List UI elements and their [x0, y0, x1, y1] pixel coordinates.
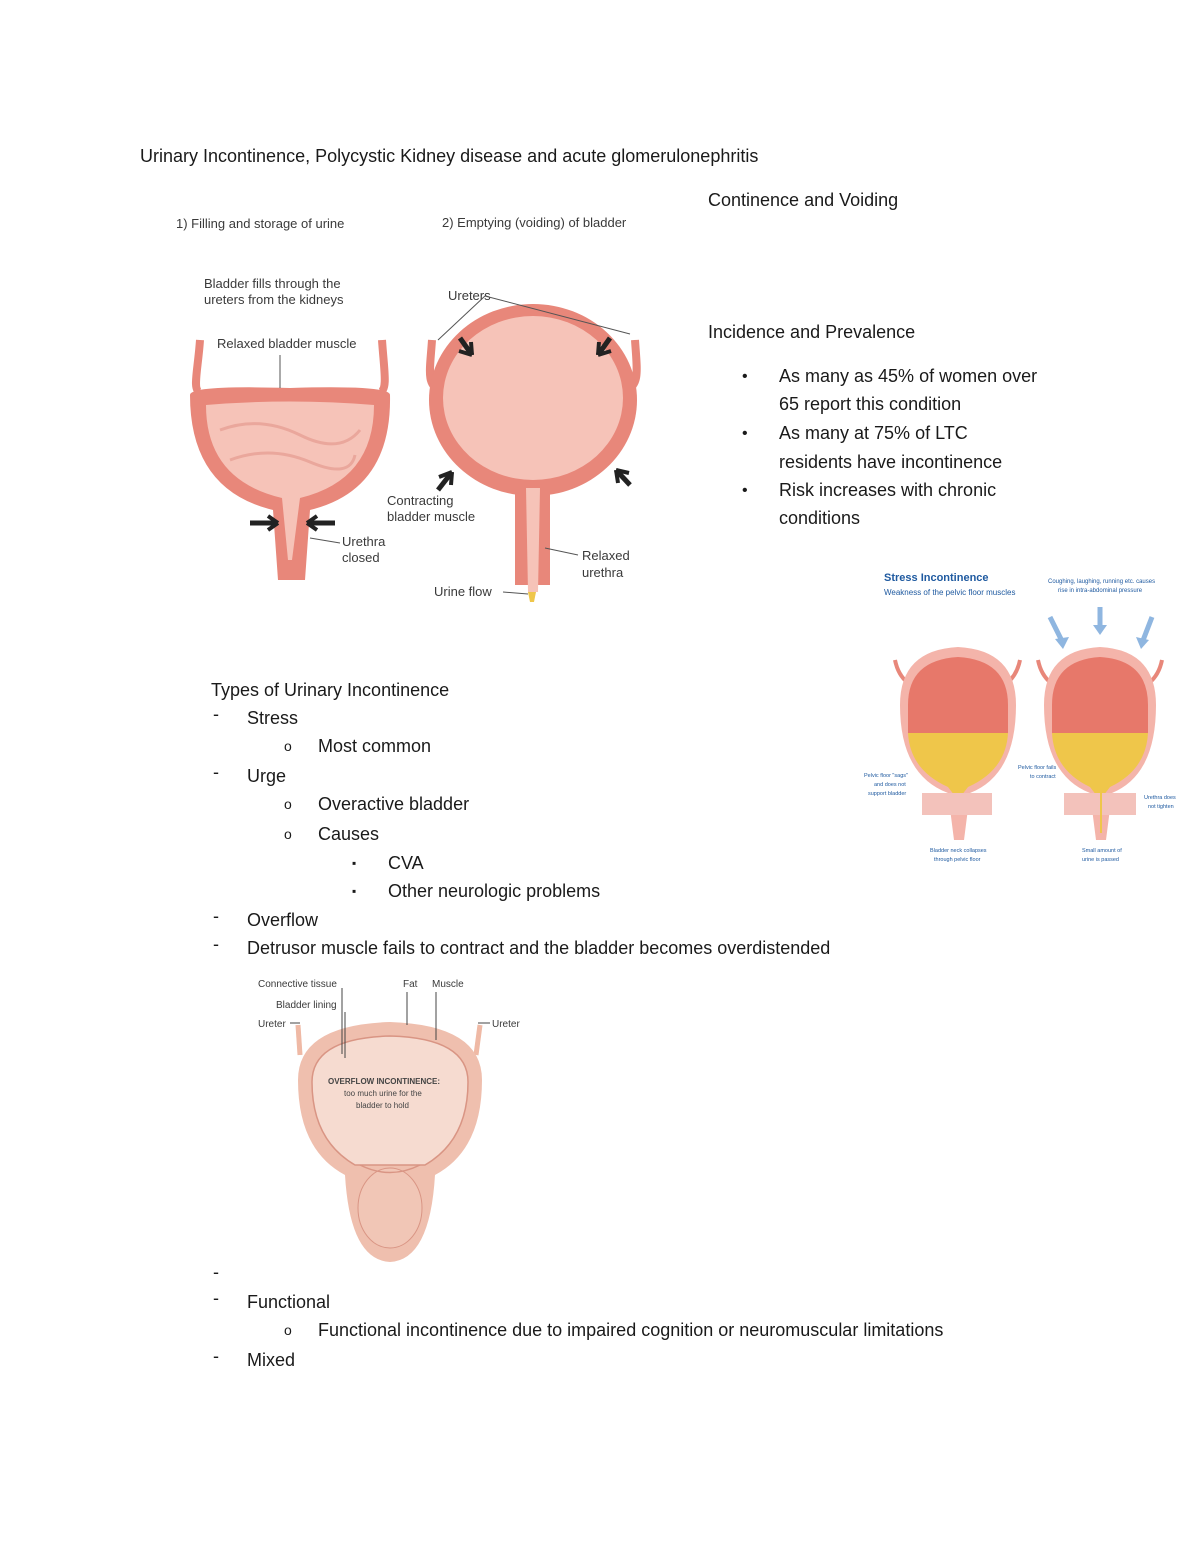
stress-figure-title: Stress Incontinence	[884, 572, 989, 584]
stress-figure-subtitle: Weakness of the pelvic floor muscles	[884, 588, 1015, 597]
dash-marker: -	[213, 1346, 219, 1366]
label-pelvic-fails-2: to contract	[1030, 774, 1056, 780]
overflow-text-1: OVERFLOW INCONTINENCE:	[328, 1077, 440, 1086]
bladder-stress-pressure	[1036, 647, 1164, 840]
stress-most-common: Most common	[318, 736, 432, 756]
label-bladder-fills-2: ureters from the kidneys	[204, 292, 344, 307]
overflow-incontinence-figure: Connective tissue Fat Muscle Bladder lin…	[258, 979, 520, 1262]
cause-other-neurologic: Other neurologic problems	[388, 881, 601, 901]
label-bladder-lining: Bladder lining	[276, 1000, 337, 1011]
dash-marker: -	[213, 1262, 219, 1282]
label-urethra-tighten-1: Urethra does	[1144, 795, 1176, 801]
dash-marker: -	[213, 762, 219, 782]
overflow-text-2: too much urine for the	[344, 1089, 422, 1098]
dash-marker: -	[213, 906, 219, 926]
dash-marker: -	[213, 934, 219, 954]
label-small-amount-2: urine is passed	[1082, 857, 1119, 863]
label-coughing-2: rise in intra-abdominal pressure	[1058, 588, 1143, 594]
label-ureter-right: Ureter	[492, 1019, 520, 1030]
label-relaxed-urethra-2: urethra	[582, 565, 624, 580]
bullet-marker: •	[742, 368, 748, 385]
dash-marker: -	[213, 704, 219, 724]
label-relaxed-urethra-1: Relaxed	[582, 548, 630, 563]
type-stress: Stress	[247, 708, 299, 728]
bullet-marker: •	[742, 482, 748, 499]
label-ureter-left: Ureter	[258, 1019, 286, 1030]
bullet-2-line-2: residents have incontinence	[779, 452, 1003, 472]
label-bladder-fills-1: Bladder fills through the	[204, 276, 341, 291]
label-pelvic-sags-3: support bladder	[868, 791, 906, 797]
circle-marker: o	[284, 738, 292, 754]
bladder-filling-illustration	[190, 339, 391, 580]
circle-marker: o	[284, 826, 292, 842]
label-pelvic-fails-1: Pelvic floor fails	[1018, 765, 1056, 771]
label-urethra-closed-2: closed	[342, 550, 380, 565]
label-small-amount-1: Small amount of	[1082, 848, 1122, 854]
types-heading: Types of Urinary Incontinence	[211, 680, 450, 700]
type-mixed: Mixed	[247, 1350, 296, 1370]
caption-filling: 1) Filling and storage of urine	[176, 216, 344, 231]
overflow-text-3: bladder to hold	[356, 1101, 409, 1110]
label-fat: Fat	[403, 979, 418, 990]
label-urethra-closed-1: Urethra	[342, 534, 386, 549]
heading-incidence-prevalence: Incidence and Prevalence	[708, 322, 916, 342]
overflow-bladder-illustration	[290, 988, 490, 1262]
type-overflow: Overflow	[247, 910, 319, 930]
pressure-arrows	[1047, 607, 1155, 649]
dash-marker: -	[213, 1288, 219, 1308]
functional-description: Functional incontinence due to impaired …	[318, 1320, 944, 1340]
label-pelvic-sags-1: Pelvic floor "sags"	[864, 773, 908, 779]
label-connective-tissue: Connective tissue	[258, 979, 337, 990]
label-coughing-1: Coughing, laughing, running etc. causes	[1048, 579, 1155, 585]
heading-continence-voiding: Continence and Voiding	[708, 190, 899, 210]
label-bladder-neck-1: Bladder neck collapses	[930, 848, 987, 854]
type-urge: Urge	[247, 766, 287, 786]
caption-emptying: 2) Emptying (voiding) of bladder	[442, 215, 627, 230]
bullet-1-line-1: As many as 45% of women over	[779, 366, 1038, 386]
bladder-emptying-illustration	[425, 295, 641, 602]
label-urethra-tighten-2: not tighten	[1148, 804, 1174, 810]
bladder-filling-emptying-figure: 1) Filling and storage of urine 2) Empty…	[176, 215, 641, 602]
bullet-3-line-1: Risk increases with chronic	[779, 480, 997, 500]
label-relaxed-muscle: Relaxed bladder muscle	[217, 336, 356, 351]
bullet-marker: •	[742, 425, 748, 442]
bullet-1-line-2: 65 report this condition	[779, 394, 962, 414]
urge-overactive: Overactive bladder	[318, 794, 470, 814]
cause-cva: CVA	[388, 853, 424, 873]
type-functional: Functional	[247, 1292, 331, 1312]
label-pelvic-sags-2: and does not	[874, 782, 906, 788]
label-muscle: Muscle	[432, 979, 464, 990]
label-bladder-neck-2: through pelvic floor	[934, 857, 981, 863]
label-contracting-2: bladder muscle	[387, 509, 475, 524]
bullet-3-line-2: conditions	[779, 508, 861, 528]
stress-incontinence-figure: Stress Incontinence Weakness of the pelv…	[864, 572, 1176, 863]
bladder-normal-pressure	[893, 647, 1022, 840]
label-ureters: Ureters	[448, 288, 491, 303]
square-marker: ▪	[352, 856, 357, 870]
label-urine-flow: Urine flow	[434, 584, 492, 599]
label-contracting-1: Contracting	[387, 493, 453, 508]
urge-causes: Causes	[318, 824, 380, 844]
square-marker: ▪	[352, 884, 357, 898]
overflow-detrusor: Detrusor muscle fails to contract and th…	[247, 938, 831, 958]
document-title: Urinary Incontinence, Polycystic Kidney …	[140, 146, 759, 166]
bullet-2-line-1: As many at 75% of LTC	[779, 423, 968, 443]
circle-marker: o	[284, 796, 292, 812]
circle-marker: o	[284, 1322, 292, 1338]
